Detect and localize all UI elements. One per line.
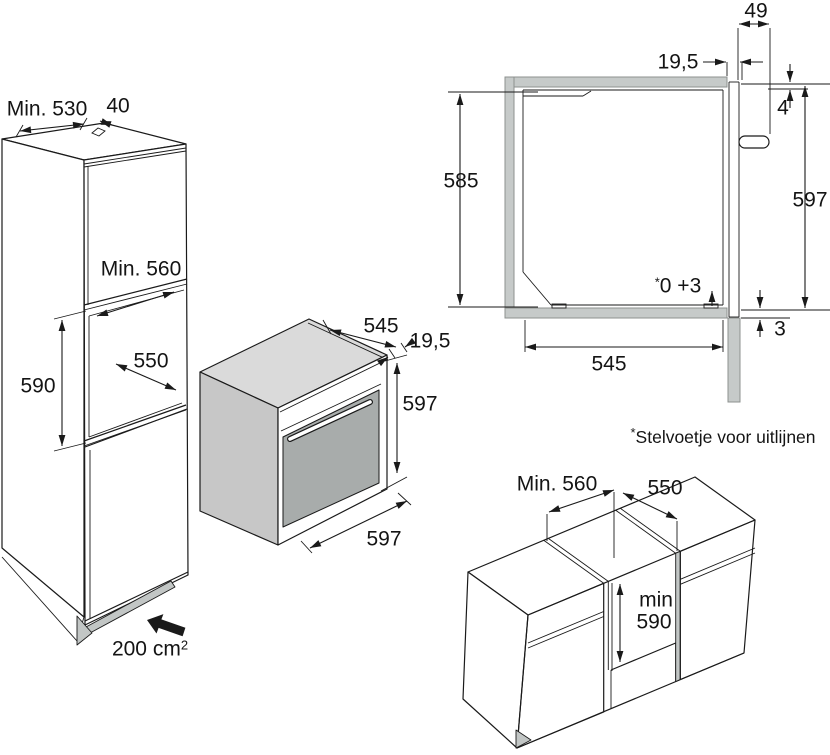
dim-label-foot-adjust: *0 +3 [655, 276, 702, 297]
cabinet-top-panel [504, 76, 728, 88]
dim-label-niche-depth: Min. 560 [100, 257, 182, 281]
footnote-text: Stelvoetje voor uitlijnen [635, 426, 816, 447]
dim-label-sec-fascia: 19,5 [657, 50, 699, 74]
cabinet-bottom-panel [504, 307, 728, 319]
dim-label-oven-depth: 545 [363, 314, 399, 338]
dim-label-inner-height: 585 [443, 169, 479, 193]
foot-adjust-star: * [654, 274, 660, 290]
niche-wall-sliver [675, 550, 681, 682]
dim-label-vent-gap: 40 [106, 94, 130, 118]
base-cabinet-drawing [462, 476, 756, 749]
vent-area-value: 200 cm [111, 637, 181, 661]
dim-label-base-height-val: 590 [636, 610, 672, 634]
dim-label-bottom-gap: 3 [774, 317, 786, 341]
section-drawing [448, 20, 830, 403]
dim-label-top-gap: 4 [777, 96, 789, 120]
foot-adjust-value: 0 +3 [659, 274, 702, 298]
dim-label-base-depth: Min. 560 [516, 472, 598, 496]
tall-cabinet-drawing [1, 117, 189, 646]
cabinet-back-panel [504, 76, 515, 319]
cabinet-front-panel [727, 317, 741, 403]
oven-handle [738, 135, 770, 149]
dim-label-front-height: 597 [792, 188, 828, 212]
dim-label-oven-fascia: 19,5 [409, 329, 451, 353]
footnote: *Stelvoetje voor uitlijnen [630, 426, 815, 447]
oven-drawing [199, 318, 416, 554]
footnote-star: * [630, 424, 636, 440]
dim-label-oven-height: 597 [402, 392, 438, 416]
dim-label-oven-width: 597 [366, 527, 402, 551]
vent-arrow [147, 614, 186, 637]
dim-label-niche-width: 550 [133, 349, 169, 373]
dim-label-top-depth: Min. 530 [6, 97, 88, 121]
dim-label-base-height-min: min [639, 588, 673, 612]
dim-label-niche-height: 590 [20, 374, 56, 398]
vent-area-label: 200 cm2 [112, 639, 188, 660]
dim-label-sec-depth: 545 [591, 352, 627, 376]
base-foot-triangle [515, 729, 532, 749]
foot-triangle [76, 615, 93, 646]
vent-area-exponent: 2 [180, 637, 189, 653]
dim-label-handle-depth: 49 [744, 0, 768, 23]
dim-label-base-width: 550 [647, 476, 683, 500]
